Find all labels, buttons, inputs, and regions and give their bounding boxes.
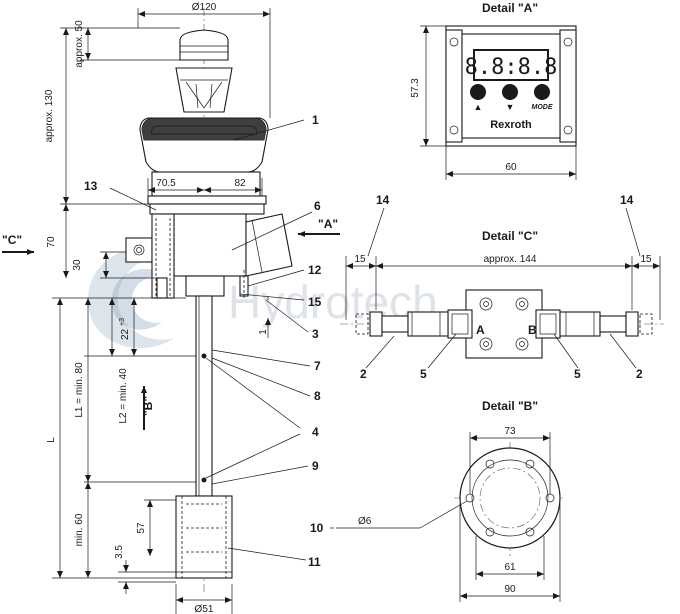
- connector-block: [173, 213, 247, 277]
- dim-L1: L1 = min. 80: [74, 362, 85, 418]
- dim-22: 22 +3: [119, 318, 131, 340]
- dim-82: 82: [234, 178, 246, 189]
- rexroth-logo: Rexroth: [490, 119, 532, 131]
- callout-12: 12: [308, 263, 322, 277]
- base-flange: [185, 275, 225, 297]
- flange-outer: [459, 447, 561, 549]
- plug-connector: [245, 213, 293, 277]
- callout-c-14-right: 14: [620, 193, 634, 207]
- port-b-label: B: [528, 323, 537, 337]
- dim-57: 57: [136, 522, 147, 534]
- view-c-arrow: "C": [2, 233, 34, 255]
- detail-b: Detail "B" 73 61 90 Ø6 10: [310, 399, 566, 602]
- detail-b-title: Detail "B": [482, 399, 538, 413]
- callout-b-10: 10: [310, 521, 324, 535]
- detail-a-width-dim: 60: [505, 162, 517, 173]
- dim-3-5: 3.5: [114, 545, 125, 559]
- dim-min-60: min. 60: [74, 513, 85, 546]
- mode-button[interactable]: [534, 84, 550, 100]
- detail-c-title: Detail "C": [482, 229, 538, 243]
- view-a-arrow: "A": [298, 217, 340, 237]
- detail-b-bolt-circle-dim: 61: [504, 562, 516, 573]
- detail-a-title: Detail "A": [482, 1, 538, 15]
- mode-label: MODE: [532, 104, 553, 111]
- svg-text:"C": "C": [2, 233, 22, 247]
- detail-c: Detail "C" A B 15 a: [340, 193, 664, 381]
- dim-L: L: [46, 437, 57, 443]
- flange-inner: [471, 459, 549, 537]
- main-view: Ø120 approx. 130 approx. 50 70.5 82 70 3…: [2, 2, 340, 614]
- up-button[interactable]: [470, 84, 486, 100]
- display-window: [473, 49, 549, 81]
- callout-c-2-left: 2: [360, 367, 367, 381]
- display-readout: 8.8:8.8: [465, 55, 558, 80]
- down-button[interactable]: [502, 84, 518, 100]
- callout-c-5-left: 5: [420, 367, 427, 381]
- callout-11: 11: [308, 555, 321, 569]
- callout-13: 13: [84, 179, 98, 193]
- callout-c-5-right: 5: [574, 367, 581, 381]
- detail-a-height-dim: 57.3: [410, 78, 421, 98]
- down-arrow-icon: ▼: [506, 102, 515, 112]
- callout-c-2-right: 2: [636, 367, 643, 381]
- dim-bottom-width: Ø51: [195, 604, 214, 614]
- bracket-left: [125, 237, 153, 263]
- callout-15: 15: [308, 295, 322, 309]
- callout-9: 9: [312, 459, 319, 473]
- svg-text:22: 22: [120, 328, 131, 340]
- detail-b-top-dim: 73: [504, 426, 516, 437]
- float-mark-lower: [201, 477, 207, 483]
- dim-top-width: Ø120: [192, 2, 217, 13]
- detail-a: Detail "A" 8.8:8.8 ▲ ▼ MODE Rexroth 57.3…: [410, 1, 577, 180]
- dim-approx-50: approx. 50: [74, 20, 85, 68]
- float-mark-upper: [201, 353, 207, 359]
- callout-c-14-left: 14: [376, 193, 390, 207]
- detail-c-right-dim: 15: [640, 254, 652, 265]
- callout-3: 3: [312, 327, 319, 341]
- dim-L2: L2 = min. 40: [118, 368, 129, 424]
- sensor-tube: [195, 295, 213, 497]
- callout-7: 7: [314, 359, 321, 373]
- float-body: [175, 495, 233, 579]
- dim-1: 1: [258, 329, 269, 335]
- detail-c-length-dim: approx. 144: [484, 254, 537, 265]
- view-b-arrow: "B": [141, 386, 155, 430]
- detail-b-outer-dim: 90: [504, 584, 516, 595]
- callout-1: 1: [312, 113, 319, 127]
- dim-30: 30: [72, 259, 83, 271]
- dim-70: 70: [46, 236, 57, 248]
- callout-8: 8: [314, 389, 321, 403]
- callout-6: 6: [314, 199, 321, 213]
- indicator-cone: [175, 67, 233, 113]
- svg-text:+3: +3: [119, 318, 126, 326]
- dim-70-5: 70.5: [156, 178, 176, 189]
- up-arrow-icon: ▲: [474, 102, 483, 112]
- dim-approx-130: approx. 130: [44, 89, 55, 142]
- indicator-cap: [179, 29, 229, 61]
- port-a-label: A: [476, 323, 485, 337]
- detail-c-left-dim: 15: [354, 254, 366, 265]
- detail-b-hole-dim: Ø6: [358, 516, 372, 527]
- callout-4: 4: [312, 425, 319, 439]
- svg-text:"A": "A": [318, 217, 338, 231]
